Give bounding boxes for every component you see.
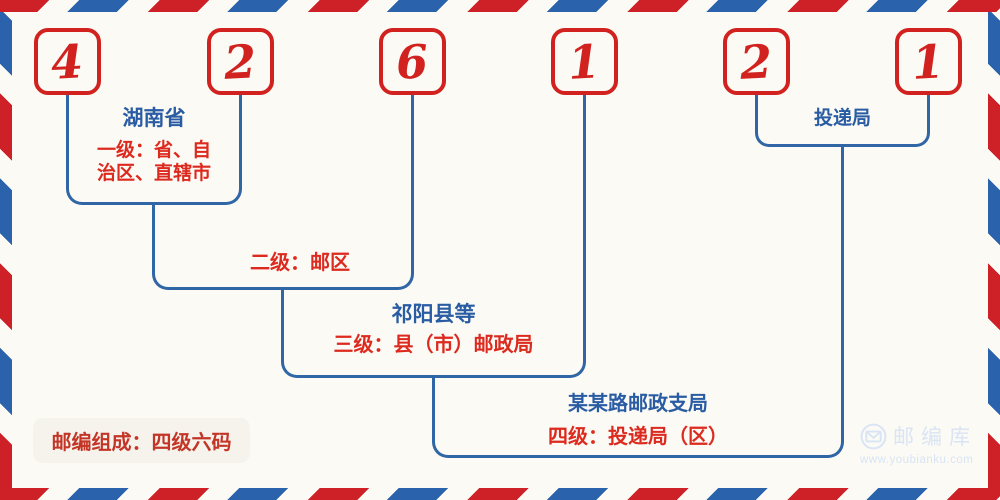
digit-box-6: 1 [895,28,962,95]
composition-badge: 邮编组成：四级六码 [33,418,250,463]
level2-bracket [152,205,414,290]
watermark-brand: 邮编库 [893,426,977,449]
level4-bracket [432,378,844,458]
delivery-label: 投递局 [813,108,871,129]
level3-bracket [281,290,586,378]
level1-desc-line2: 治区、直辖市 [96,163,211,184]
connector-line-delivery [841,147,844,378]
airmail-border-bottom [0,488,1000,500]
airmail-border-top [0,0,1000,12]
envelope-icon [860,423,887,450]
level4-title: 某某路邮政支局 [568,393,708,415]
digit-1: 4 [50,33,85,90]
level1-title: 湖南省 [122,107,186,130]
digit-box-3: 6 [379,28,446,95]
connector-line-digit3 [411,95,414,205]
digit-5: 2 [739,33,774,90]
level4-desc: 四级：投递局（区） [548,426,728,448]
level2-label: 二级：邮区 [250,252,350,274]
level3-title: 祁阳县等 [391,303,476,326]
digit-4: 1 [567,33,602,90]
watermark: 邮编库 www.youbianku.com [860,421,994,466]
digit-2: 2 [223,33,258,90]
digit-6: 1 [911,33,946,90]
digit-box-2: 2 [207,28,274,95]
airmail-border-right [988,12,1000,488]
level1-desc-line1: 一级：省、自 [96,140,211,161]
airmail-border-left [0,12,12,488]
watermark-url: www.youbianku.com [860,454,974,466]
level1-bracket [66,95,242,205]
delivery-bracket [755,95,930,147]
digit-3: 6 [395,33,430,90]
level3-desc: 三级：县（市）邮政局 [333,334,534,356]
connector-line-digit4 [583,95,586,290]
composition-badge-text: 邮编组成：四级六码 [51,432,232,454]
digit-box-1: 4 [34,28,101,95]
digit-box-4: 1 [551,28,618,95]
digit-box-5: 2 [723,28,790,95]
